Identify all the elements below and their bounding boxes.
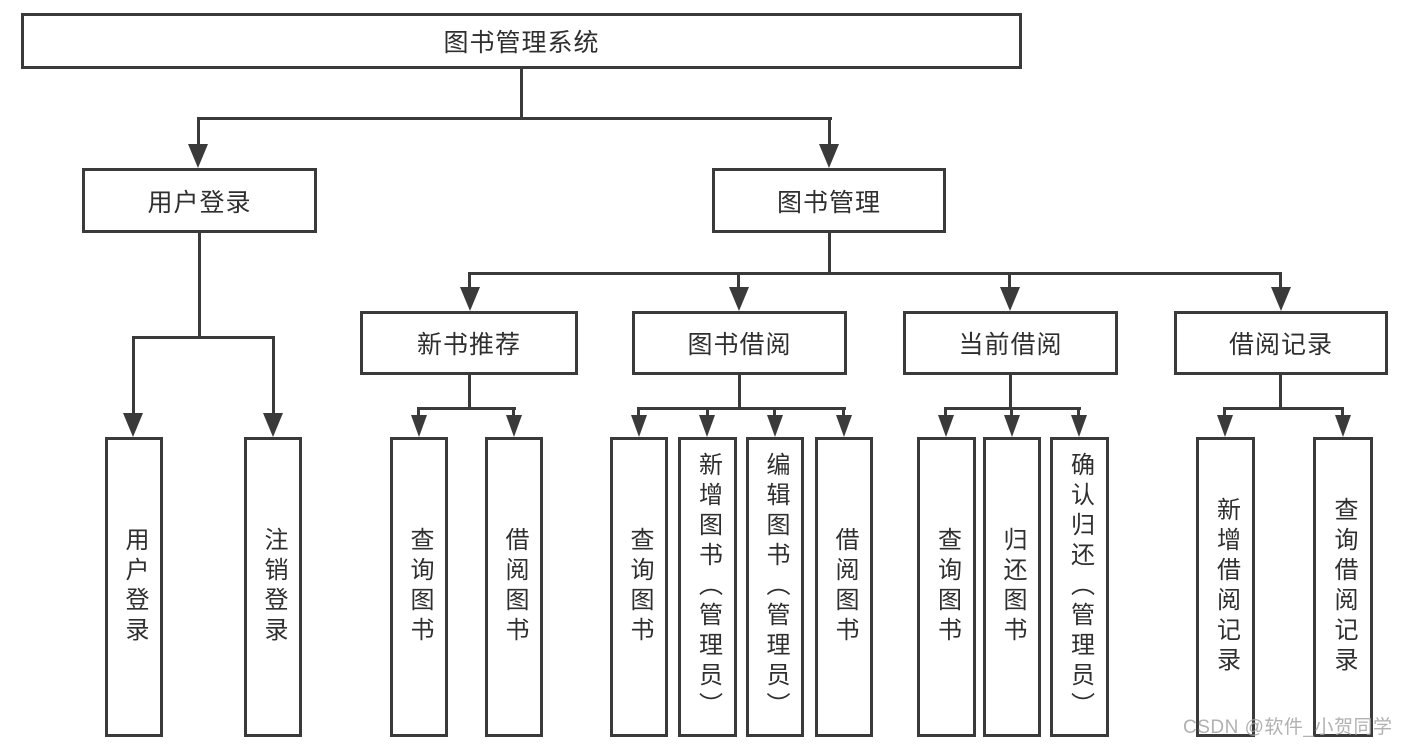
edge-userlogin-leaf2-stem bbox=[272, 336, 275, 416]
arrowhead-bw-add bbox=[699, 415, 715, 437]
edge-borrow-leaf4-stem bbox=[842, 407, 845, 421]
leaf-user-login: 用户登录 bbox=[105, 437, 163, 737]
edge-userlogin-leaf1-stem bbox=[132, 336, 135, 416]
arrowhead-records bbox=[1271, 287, 1291, 311]
arrowhead-rc-add bbox=[1217, 415, 1233, 437]
edge-userlogin-hbar bbox=[132, 336, 275, 339]
edge-bookmgmt-stem bbox=[828, 233, 831, 275]
edge-to-current-stem bbox=[1008, 272, 1011, 292]
edge-userlogin-stem bbox=[198, 233, 201, 339]
arrowhead-bw-edit bbox=[767, 415, 783, 437]
arrowhead-bw-borrow bbox=[836, 415, 852, 437]
edge-root-stem bbox=[520, 69, 523, 118]
leaf-bw-add-books-admin: 新增图书（管理员） bbox=[678, 437, 737, 737]
edge-records-stem bbox=[1279, 375, 1282, 410]
arrowhead-bw-query bbox=[631, 415, 647, 437]
arrowhead-cu-query bbox=[938, 415, 954, 437]
leaf-nb-query-books: 查询图书 bbox=[390, 437, 448, 737]
edge-borrow-leaf3-stem bbox=[773, 407, 776, 421]
edge-to-borrow-stem bbox=[737, 272, 740, 292]
node-borrowing-records: 借阅记录 bbox=[1174, 311, 1388, 375]
leaf-cu-query-books: 查询图书 bbox=[917, 437, 976, 737]
edge-root-hbar bbox=[198, 117, 832, 120]
arrowhead-rc-query bbox=[1335, 415, 1351, 437]
node-book-management: 图书管理 bbox=[712, 168, 946, 233]
leaf-bw-query-books: 查询图书 bbox=[610, 437, 668, 737]
arrowhead-bookmgmt bbox=[819, 144, 839, 168]
leaf-logout: 注销登录 bbox=[244, 437, 302, 737]
edge-current-leaf2-stem bbox=[1010, 407, 1013, 421]
edge-to-records-stem bbox=[1279, 272, 1282, 292]
node-book-borrowing: 图书借阅 bbox=[632, 311, 847, 375]
arrowhead-current bbox=[1000, 287, 1020, 311]
leaf-cu-confirm-return-admin: 确认归还（管理员） bbox=[1050, 437, 1109, 737]
edge-current-leaf1-stem bbox=[944, 407, 947, 421]
edge-root-to-userlogin-stem bbox=[197, 117, 200, 147]
edge-newbooks-hbar bbox=[417, 407, 516, 410]
leaf-cu-return-books: 归还图书 bbox=[983, 437, 1041, 737]
node-current-borrowing: 当前借阅 bbox=[903, 311, 1118, 375]
leaf-rc-query-record: 查询借阅记录 bbox=[1313, 437, 1373, 737]
arrowhead-newbooks bbox=[460, 287, 480, 311]
node-root-system: 图书管理系统 bbox=[21, 13, 1022, 69]
arrowhead-nb-borrow bbox=[506, 415, 522, 437]
leaf-rc-add-record: 新增借阅记录 bbox=[1196, 437, 1255, 737]
edge-current-leaf3-stem bbox=[1077, 407, 1080, 421]
arrowhead-leaf-userlogin bbox=[123, 413, 143, 437]
arrowhead-cu-return bbox=[1004, 415, 1020, 437]
csdn-watermark: CSDN @软件_小贺同学 bbox=[1183, 717, 1393, 738]
edge-root-to-bookmgmt-stem bbox=[828, 117, 831, 147]
edge-borrow-stem bbox=[738, 375, 741, 410]
edge-newbooks-leaf1-stem bbox=[417, 407, 420, 421]
edge-newbooks-leaf2-stem bbox=[512, 407, 515, 421]
edge-newbooks-stem bbox=[468, 375, 471, 410]
edge-records-hbar bbox=[1223, 407, 1344, 410]
node-user-login: 用户登录 bbox=[82, 168, 317, 233]
leaf-bw-edit-books-admin: 编辑图书（管理员） bbox=[746, 437, 804, 737]
edge-borrow-leaf2-stem bbox=[706, 407, 709, 421]
edge-bookmgmt-hbar bbox=[468, 272, 1282, 275]
arrowhead-nb-query bbox=[411, 415, 427, 437]
leaf-bw-borrow-books: 借阅图书 bbox=[815, 437, 873, 737]
arrowhead-borrow bbox=[729, 287, 749, 311]
edge-current-stem bbox=[1009, 375, 1012, 410]
edge-to-newbooks-stem bbox=[468, 272, 471, 292]
arrowhead-leaf-logout bbox=[263, 413, 283, 437]
edge-records-leaf1-stem bbox=[1223, 407, 1226, 421]
arrowhead-cu-confirm bbox=[1071, 415, 1087, 437]
edge-borrow-leaf1-stem bbox=[637, 407, 640, 421]
leaf-nb-borrow-books: 借阅图书 bbox=[485, 437, 543, 737]
edge-borrow-hbar bbox=[637, 407, 846, 410]
node-new-book-recommend: 新书推荐 bbox=[360, 311, 578, 375]
arrowhead-userlogin bbox=[188, 144, 208, 168]
edge-records-leaf2-stem bbox=[1341, 407, 1344, 421]
